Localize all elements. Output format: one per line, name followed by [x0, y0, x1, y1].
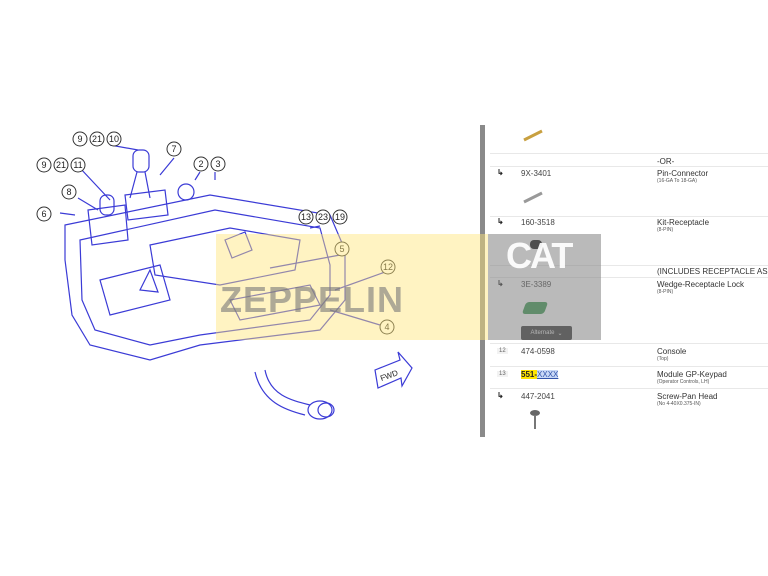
sub-item-arrow-icon: ↳ — [497, 279, 504, 288]
item-index: 12 — [497, 348, 508, 354]
divider — [490, 166, 768, 167]
callout: 9 — [41, 160, 46, 170]
pin-image-silver — [523, 191, 543, 204]
part-number[interactable]: 160-3518 — [521, 218, 555, 227]
divider — [490, 277, 768, 278]
sub-item-arrow-icon: ↳ — [497, 217, 504, 226]
callout: 19 — [335, 212, 345, 222]
part-desc: Pin-Connector — [657, 169, 709, 178]
callout: 13 — [301, 212, 311, 222]
callout: 4 — [384, 322, 389, 332]
fwd-label: FWD — [379, 368, 399, 383]
part-desc: Console — [657, 347, 687, 356]
part-number[interactable]: 3E-3389 — [521, 280, 552, 289]
highlight-prefix: 551- — [521, 370, 538, 379]
part-number-highlighted[interactable]: 551-XXXX — [521, 370, 559, 379]
part-desc: Kit-Receptacle — [657, 218, 710, 227]
alternate-button[interactable]: Alternate⌄ — [521, 326, 572, 340]
part-number[interactable]: 474-0598 — [521, 347, 555, 356]
divider — [490, 265, 768, 266]
alternate-label: Alternate — [530, 330, 555, 336]
divider — [490, 366, 768, 367]
callout: 7 — [171, 144, 176, 154]
callout: 6 — [41, 209, 46, 219]
divider — [490, 343, 768, 344]
part-sub: (8-PIN) — [657, 227, 674, 233]
callout: 21 — [56, 160, 66, 170]
part-sub: (16-GA To 18-GA) — [657, 178, 697, 184]
callout: 12 — [383, 262, 393, 272]
callout: 9 — [77, 134, 82, 144]
part-sub: (Operator Controls, LH) — [657, 379, 710, 385]
sub-item-arrow-icon: ↳ — [497, 391, 504, 400]
callout: 23 — [318, 212, 328, 222]
wedge-image — [521, 302, 549, 314]
callout: 10 — [109, 134, 119, 144]
callout: 5 — [339, 244, 344, 254]
chevron-down-icon: ⌄ — [557, 330, 563, 337]
note-text: (INCLUDES RECEPTACLE AS A — [657, 267, 768, 276]
divider — [490, 216, 768, 217]
sub-item-arrow-icon: ↳ — [497, 168, 504, 177]
panel-divider-scrollbar[interactable] — [480, 125, 485, 437]
screw-image — [530, 410, 540, 429]
item-index: 13 — [497, 371, 508, 377]
part-number[interactable]: 9X-3401 — [521, 169, 552, 178]
part-desc: Wedge-Receptacle Lock — [657, 280, 745, 289]
divider — [490, 388, 768, 389]
receptacle-image — [530, 240, 542, 249]
pin-image-brass — [523, 129, 543, 142]
callout: 21 — [92, 134, 102, 144]
part-sub: (8-PIN) — [657, 289, 674, 295]
part-desc: Screw-Pan Head — [657, 392, 718, 401]
part-desc: Module GP-Keypad — [657, 370, 727, 379]
callout: 2 — [198, 159, 203, 169]
callout: 3 — [215, 159, 220, 169]
callout: 8 — [66, 187, 71, 197]
part-sub: (No 4-40X0.375-IN) — [657, 401, 701, 407]
highlight-suffix: XXXX — [537, 370, 559, 379]
divider — [490, 153, 768, 154]
or-label: -OR- — [657, 157, 675, 166]
callout: 11 — [73, 160, 82, 170]
part-number[interactable]: 447-2041 — [521, 392, 555, 401]
part-sub: (Top) — [657, 356, 669, 362]
